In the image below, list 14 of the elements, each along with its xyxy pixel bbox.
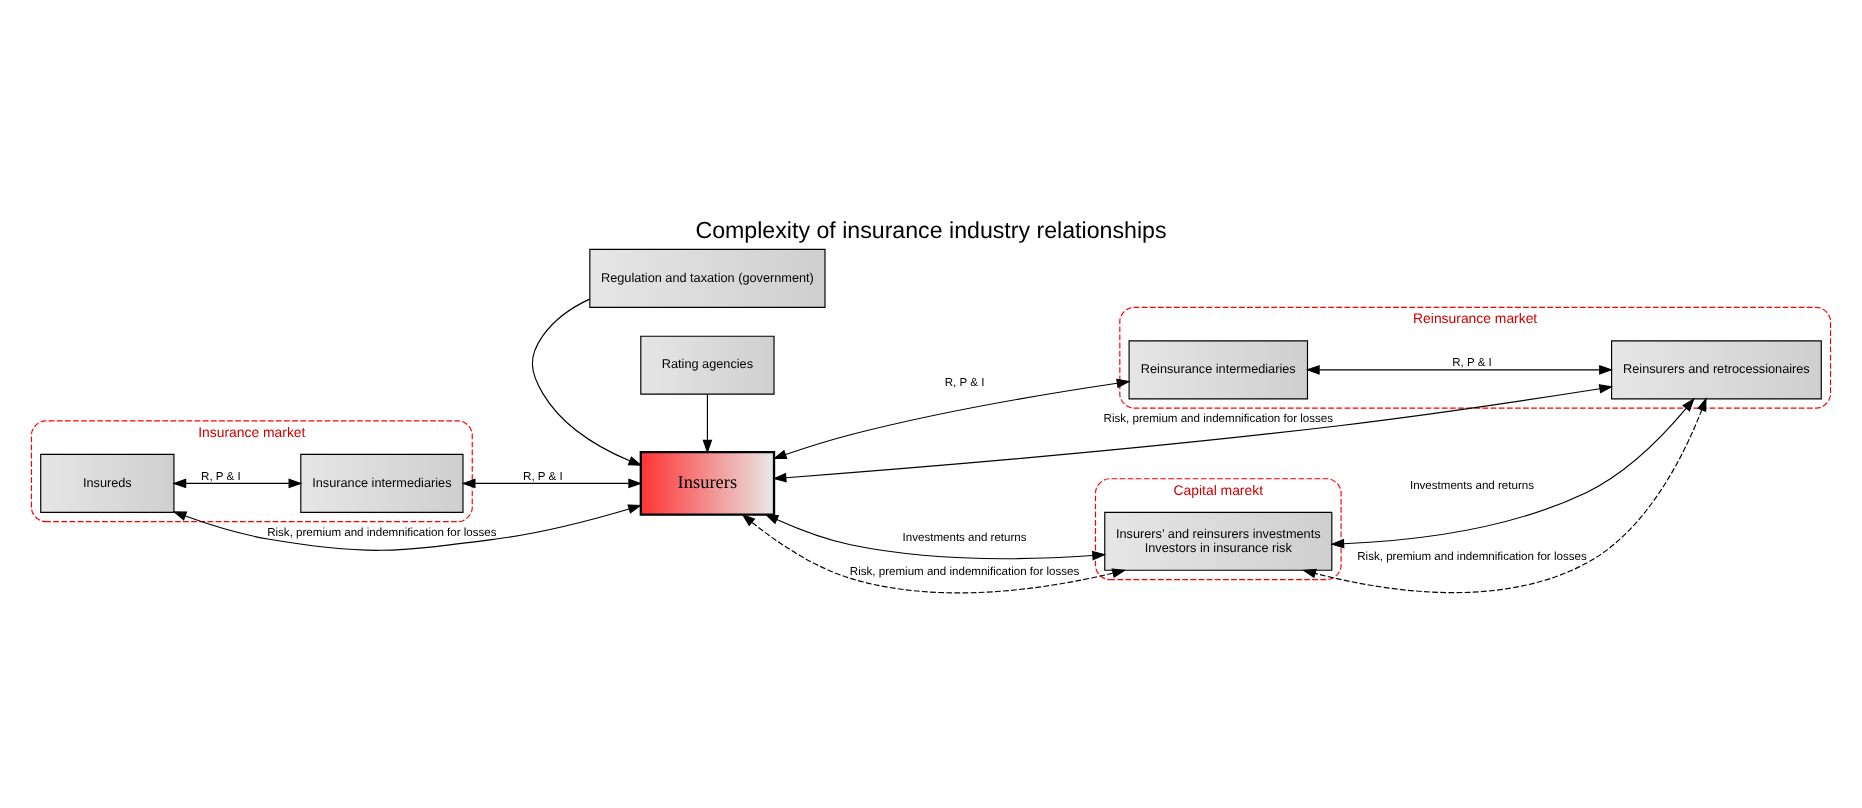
arrow	[1330, 397, 1695, 549]
arrow	[531, 298, 643, 466]
arrow	[461, 478, 643, 489]
arrow	[772, 384, 1614, 483]
diagram-title: Complexity of insurance industry relationships	[695, 219, 1167, 244]
arrow	[772, 378, 1131, 460]
arrow	[702, 393, 713, 454]
arrow	[172, 478, 303, 489]
arrow	[764, 513, 1107, 561]
arrow	[741, 513, 1127, 594]
arrow	[1302, 397, 1707, 594]
node-box: Insurers	[639, 450, 776, 516]
arrow	[172, 504, 643, 551]
arrow	[1305, 365, 1614, 375]
